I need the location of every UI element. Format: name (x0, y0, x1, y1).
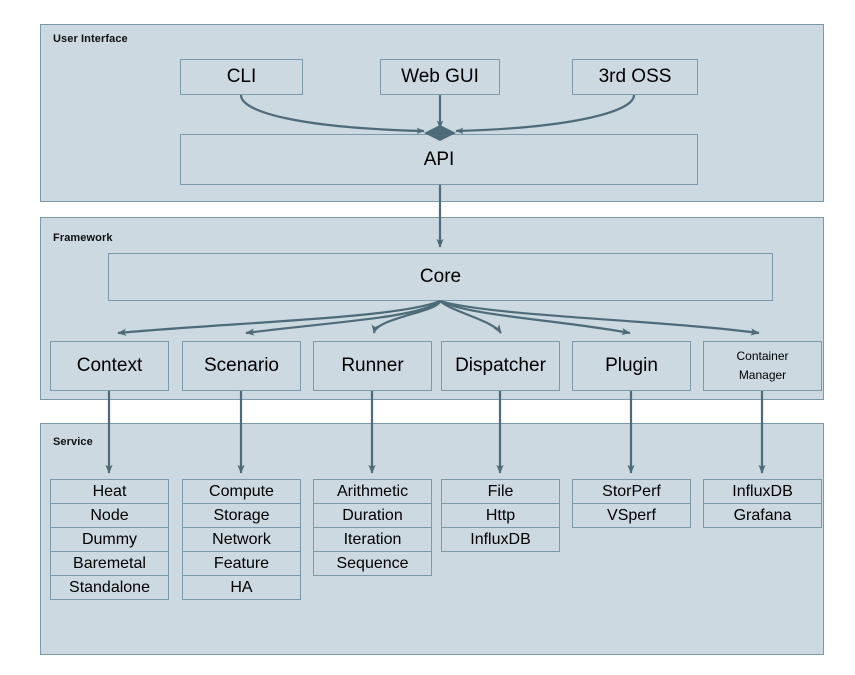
node-label-runner: Runner (341, 355, 404, 377)
node-label-context: Context (76, 355, 143, 377)
service-item[interactable]: Compute (182, 479, 301, 504)
node-label-web-gui: Web GUI (401, 66, 479, 88)
service-item[interactable]: Arithmetic (313, 479, 432, 504)
node-api[interactable]: API (180, 134, 698, 185)
panel-title-framework: Framework (53, 232, 113, 244)
service-item[interactable]: Grafana (703, 503, 822, 528)
service-item[interactable]: Heat (50, 479, 169, 504)
service-item[interactable]: Network (182, 527, 301, 552)
panel-service (40, 423, 824, 655)
service-item[interactable]: InfluxDB (703, 479, 822, 504)
service-item[interactable]: Standalone (50, 575, 169, 600)
node-label-cli: CLI (226, 66, 257, 88)
node-label-api: API (423, 148, 455, 170)
service-item[interactable]: StorPerf (572, 479, 691, 504)
node-plugin[interactable]: Plugin (572, 341, 691, 391)
node-context[interactable]: Context (50, 341, 169, 391)
service-item[interactable]: Node (50, 503, 169, 528)
service-item[interactable]: InfluxDB (441, 527, 560, 552)
service-item[interactable]: Baremetal (50, 551, 169, 576)
service-item[interactable]: Sequence (313, 551, 432, 576)
node-runner[interactable]: Runner (313, 341, 432, 391)
node-label-3rd-oss: 3rd OSS (598, 66, 672, 88)
node-label-dispatcher: Dispatcher (455, 355, 546, 377)
service-item[interactable]: Dummy (50, 527, 169, 552)
service-item[interactable]: Storage (182, 503, 301, 528)
node-scenario[interactable]: Scenario (182, 341, 301, 391)
node-3rd-oss[interactable]: 3rd OSS (572, 59, 698, 95)
service-item[interactable]: Iteration (313, 527, 432, 552)
service-item[interactable]: Duration (313, 503, 432, 528)
service-item[interactable]: Feature (182, 551, 301, 576)
service-item[interactable]: File (441, 479, 560, 504)
node-label-plugin: Plugin (605, 355, 658, 377)
node-dispatcher[interactable]: Dispatcher (441, 341, 560, 391)
node-cli[interactable]: CLI (180, 59, 303, 95)
node-container-manager[interactable]: Container Manager (703, 341, 822, 391)
node-label-scenario: Scenario (204, 355, 279, 377)
node-label-container-manager-line2: Manager (738, 368, 787, 382)
node-web-gui[interactable]: Web GUI (380, 59, 500, 95)
node-label-core: Core (419, 266, 462, 288)
service-item[interactable]: HA (182, 575, 301, 600)
panel-title-user-interface: User Interface (53, 33, 128, 45)
node-label-container-manager-line1: Container (736, 349, 789, 364)
panel-title-service: Service (53, 436, 93, 448)
service-item[interactable]: VSperf (572, 503, 691, 528)
service-item[interactable]: Http (441, 503, 560, 528)
node-core[interactable]: Core (108, 253, 773, 301)
